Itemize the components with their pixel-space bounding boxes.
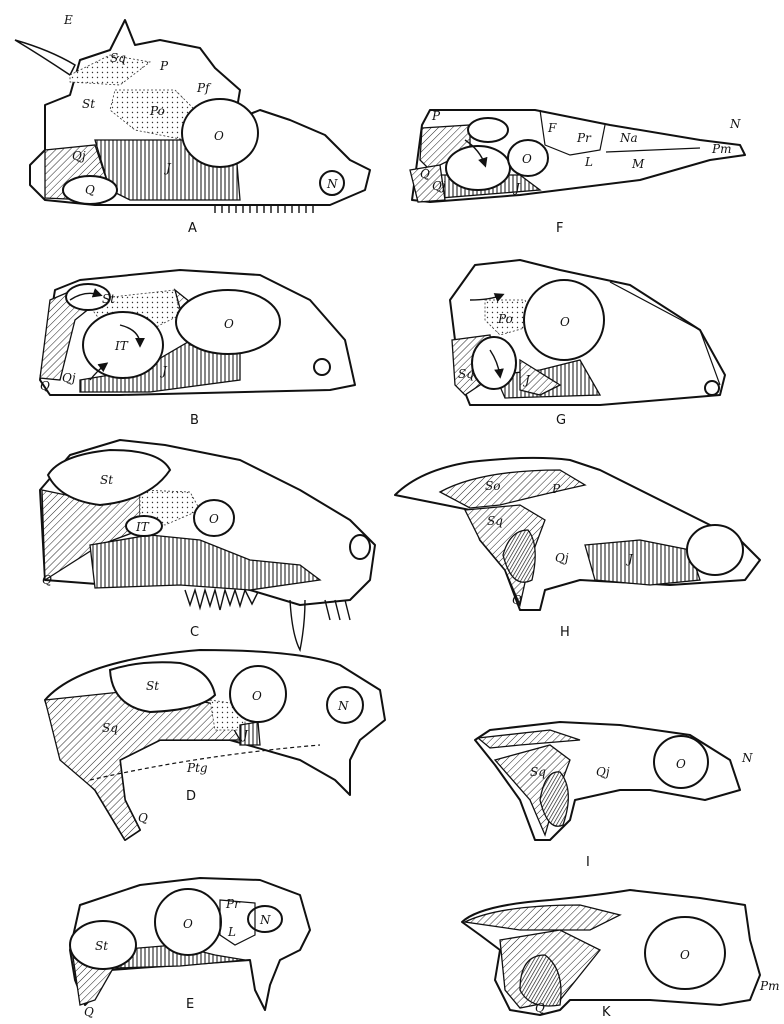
caption-d: D [186, 789, 196, 804]
label-f-m: M [631, 157, 645, 171]
label-a-qj: Qj [72, 149, 86, 163]
caption-c: C [190, 625, 199, 640]
label-k-pm: Pm [759, 979, 779, 993]
label-i-sq: Sq [530, 765, 546, 779]
label-g-o: O [560, 315, 570, 329]
figure-f: P F Pr Na N Pm O L M Q Qj J F [410, 109, 745, 236]
label-k-q: Q [535, 1001, 545, 1015]
label-f-pr: Pr [576, 131, 592, 145]
figure-g: Po O Sq J G [450, 260, 725, 428]
label-h-sq: Sq [487, 514, 503, 528]
label-d-o: O [252, 689, 262, 703]
label-e-pr: Pr [225, 897, 241, 911]
caption-i: I [586, 855, 590, 870]
label-c-o: O [209, 512, 219, 526]
label-e-n: N [259, 913, 271, 927]
caption-h: H [560, 625, 570, 640]
label-f-qj: Qj [432, 179, 446, 193]
caption-f: F [556, 221, 563, 236]
caption-k: K [602, 1005, 611, 1020]
caption-a: A [188, 221, 197, 236]
label-b-q: Q [40, 379, 50, 393]
label-d-sq: Sq [102, 721, 118, 735]
label-f-na: Na [619, 131, 638, 145]
label-e-st: St [95, 939, 108, 953]
label-a-q: Q [85, 183, 95, 197]
label-b-it: IT [114, 339, 129, 353]
label-a-e: E [63, 13, 73, 27]
label-d-ptg: Ptg [186, 761, 208, 775]
label-f-pm: Pm [711, 142, 731, 156]
label-k-o: O [680, 948, 690, 962]
label-c-it: IT [135, 520, 150, 534]
label-g-po: Po [497, 312, 513, 326]
label-d-st: St [146, 679, 159, 693]
label-f-n: N [729, 117, 741, 131]
label-e-q: Q [84, 1005, 94, 1019]
figure-e: St O Pr L N Q E [70, 878, 310, 1019]
label-i-qj: Qj [596, 765, 610, 779]
label-f-l: L [584, 155, 593, 169]
label-g-sq: Sq [458, 367, 474, 381]
label-c-q: Q [42, 573, 52, 587]
label-f-p: P [431, 109, 441, 123]
figure-h: So P Sq Qj J Q H [395, 458, 760, 640]
figure-k: O Pm Q K [462, 890, 779, 1020]
label-a-st: St [82, 97, 95, 111]
label-h-q: Q [512, 593, 522, 607]
figure-d: St O N Sq J Ptg Q D [45, 650, 385, 840]
label-a-o: O [214, 129, 224, 143]
caption-g: G [556, 413, 566, 428]
label-a-po: Po [149, 104, 165, 118]
label-b-o: O [224, 317, 234, 331]
label-a-p: P [159, 59, 169, 73]
label-i-o: O [676, 757, 686, 771]
figure-i: Sq Qj O N I [475, 722, 753, 870]
label-h-qj: Qj [555, 551, 569, 565]
figure-a: E Sq P St Po Pf O Qj J Q N A [15, 13, 370, 236]
label-f-q: Q [420, 167, 430, 181]
figure-c: St IT O Q C [40, 440, 375, 650]
label-a-n: N [326, 177, 338, 191]
label-c-st: St [100, 473, 113, 487]
label-d-n: N [337, 699, 349, 713]
label-i-n: N [741, 751, 753, 765]
label-f-f: F [547, 121, 557, 135]
label-b-st: St [102, 292, 115, 306]
label-h-so: So [485, 479, 500, 493]
label-e-l: L [227, 925, 236, 939]
label-h-p: P [551, 482, 561, 496]
label-f-o: O [522, 152, 532, 166]
label-e-o: O [183, 917, 193, 931]
caption-e: E [186, 997, 194, 1012]
label-a-sq: Sq [110, 51, 126, 65]
figure-b: St O IT Qj J Q B [40, 270, 355, 428]
caption-b: B [190, 413, 199, 428]
label-d-q: Q [138, 811, 148, 825]
label-b-qj: Qj [62, 371, 76, 385]
